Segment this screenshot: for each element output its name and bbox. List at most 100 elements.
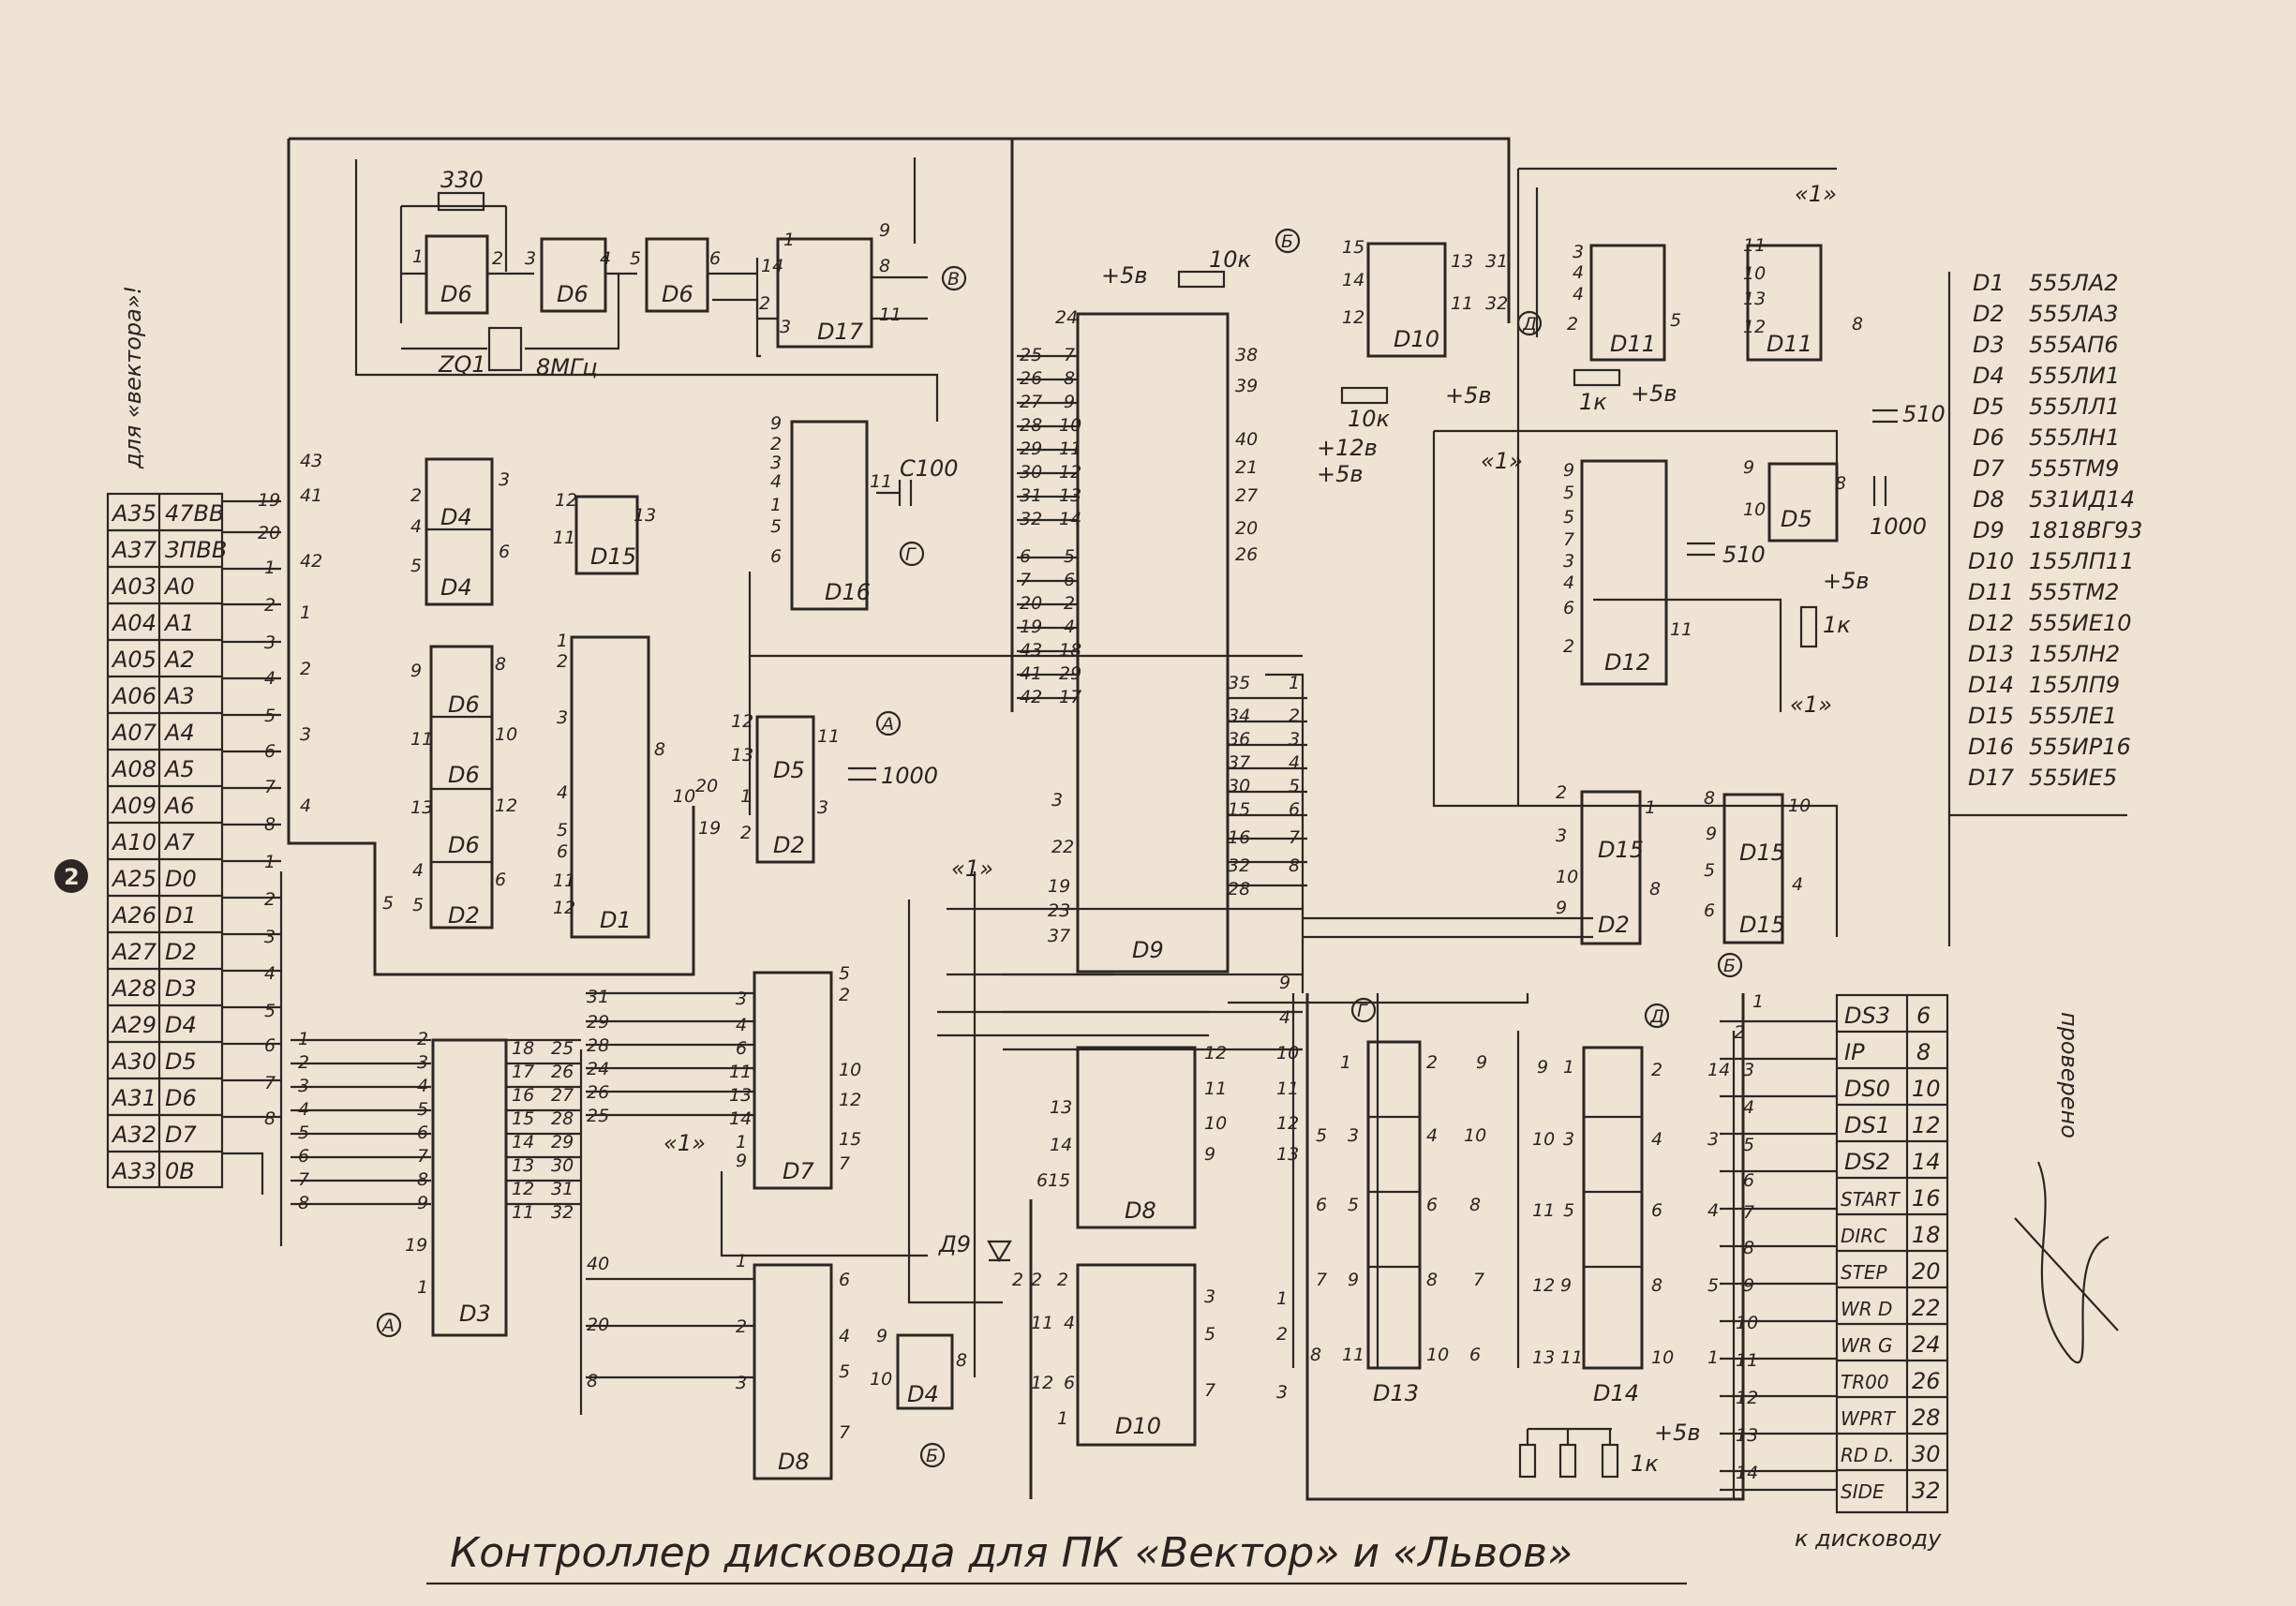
- svg-text:Б: Б: [1723, 956, 1736, 976]
- svg-text:7: 7: [1204, 1380, 1215, 1401]
- drive-note: к дисководу: [1795, 1525, 1942, 1552]
- supply-12v: +12в: [1317, 435, 1378, 461]
- edge-signal: А0: [163, 573, 195, 600]
- svg-text:13: 13: [1050, 1097, 1072, 1118]
- edge-signal: D6: [165, 1085, 197, 1111]
- bom-part: 555ЛЛ1: [2029, 394, 2120, 420]
- svg-text:7: 7: [417, 1146, 428, 1167]
- chip-label-d9: D9: [1132, 937, 1164, 963]
- svg-text:14: 14: [1707, 1060, 1730, 1080]
- svg-text:3: 3: [1563, 1129, 1574, 1150]
- svg-text:8: 8: [879, 256, 890, 276]
- svg-text:40: 40: [1235, 429, 1258, 450]
- svg-text:11: 11: [1670, 619, 1692, 640]
- drive-pin: 26: [1912, 1368, 1941, 1394]
- bom-part: 555АП6: [2029, 332, 2119, 358]
- flag-b-top: [1275, 228, 1301, 254]
- svg-text:5: 5: [1064, 546, 1075, 567]
- edge-pin: А30: [111, 1048, 157, 1075]
- resistor-1k-d: [1558, 1443, 1577, 1479]
- svg-text:6: 6: [1020, 546, 1031, 567]
- svg-text:1: 1: [1057, 1408, 1068, 1429]
- svg-text:12: 12: [1743, 317, 1766, 337]
- svg-text:15: 15: [1228, 799, 1250, 820]
- svg-text:7: 7: [1563, 529, 1574, 550]
- svg-text:2: 2: [300, 659, 311, 679]
- svg-text:5: 5: [1704, 860, 1715, 881]
- svg-text:32: 32: [1020, 509, 1042, 529]
- svg-text:Б: Б: [1281, 231, 1293, 252]
- bom-part: 155ЛН2: [2029, 641, 2120, 667]
- flag-v: [941, 265, 967, 291]
- svg-text:4: 4: [1707, 1200, 1719, 1221]
- svg-text:27: 27: [551, 1085, 574, 1106]
- svg-text:Б: Б: [926, 1446, 938, 1466]
- resistor-1k-e: [1601, 1443, 1619, 1479]
- svg-text:3: 3: [736, 1373, 747, 1393]
- svg-text:5: 5: [1563, 507, 1574, 528]
- svg-text:2: 2: [492, 248, 503, 269]
- diode-label: Д9: [938, 1231, 971, 1257]
- svg-text:19: 19: [258, 490, 280, 511]
- svg-text:6: 6: [417, 1123, 428, 1143]
- svg-text:4: 4: [417, 1076, 428, 1096]
- resistor-10k-b: [1340, 386, 1389, 405]
- svg-text:3: 3: [1563, 551, 1574, 572]
- chip-d4b: [896, 1333, 954, 1410]
- svg-text:10: 10: [839, 1060, 861, 1080]
- svg-text:6: 6: [495, 870, 506, 890]
- capacitor-1000-label-a: 1000: [881, 763, 938, 789]
- svg-text:2: 2: [1276, 1324, 1288, 1345]
- svg-text:1: 1: [298, 1029, 309, 1049]
- svg-text:2: 2: [759, 293, 770, 314]
- svg-text:28: 28: [551, 1108, 574, 1129]
- svg-text:19: 19: [698, 818, 721, 839]
- svg-text:20: 20: [258, 523, 280, 543]
- svg-text:13: 13: [1736, 1425, 1758, 1446]
- svg-text:2: 2: [740, 823, 752, 843]
- svg-text:29: 29: [1020, 439, 1042, 459]
- chip-label-d4a: D4: [440, 504, 472, 530]
- svg-text:26: 26: [1020, 368, 1042, 389]
- chip-labels: D6 D6 D6 D17 D4 D4 D15 D16 D6 D6 D6 D2 D…: [440, 281, 1812, 1475]
- svg-text:4: 4: [736, 1015, 747, 1035]
- svg-text:5: 5: [1563, 1200, 1574, 1221]
- svg-text:8: 8: [298, 1193, 309, 1213]
- svg-text:6: 6: [709, 248, 721, 269]
- drive-signal: WPRT: [1841, 1407, 1897, 1430]
- svg-text:10: 10: [1276, 1043, 1299, 1063]
- svg-text:5: 5: [1670, 310, 1681, 331]
- svg-text:10: 10: [1426, 1345, 1449, 1365]
- svg-text:9: 9: [1560, 1275, 1572, 1296]
- svg-text:31: 31: [551, 1179, 574, 1199]
- svg-text:42: 42: [1020, 687, 1042, 707]
- flag-d-d11: [1516, 310, 1543, 336]
- bom-ref: D7: [1973, 455, 2005, 482]
- svg-text:14: 14: [729, 1108, 752, 1129]
- drive-signal: DS0: [1844, 1076, 1890, 1102]
- svg-text:7: 7: [1743, 1202, 1754, 1223]
- svg-text:14: 14: [761, 256, 783, 276]
- chip-label-d5a: D5: [773, 757, 805, 783]
- svg-text:18: 18: [1059, 640, 1081, 661]
- chip-label-d2c: D2: [1598, 912, 1630, 938]
- bom-part: 555ТМ2: [2029, 579, 2119, 605]
- drive-signal: DS1: [1844, 1112, 1890, 1138]
- svg-text:2: 2: [410, 485, 422, 506]
- svg-text:2: 2: [1567, 314, 1578, 335]
- bom-ref: D11: [1968, 579, 2014, 605]
- chip-d17: [776, 237, 873, 349]
- svg-text:4: 4: [1792, 874, 1803, 895]
- chip-d15a: [574, 495, 639, 575]
- svg-text:8: 8: [654, 739, 665, 760]
- svg-text:40: 40: [587, 1254, 609, 1274]
- svg-text:9: 9: [417, 1193, 428, 1213]
- svg-text:4: 4: [1573, 262, 1584, 283]
- svg-text:38: 38: [1235, 345, 1258, 365]
- svg-text:17: 17: [1059, 687, 1081, 707]
- svg-text:4: 4: [298, 1099, 309, 1120]
- svg-text:30: 30: [1020, 462, 1042, 483]
- svg-text:17: 17: [512, 1062, 534, 1082]
- svg-text:21: 21: [1235, 457, 1258, 478]
